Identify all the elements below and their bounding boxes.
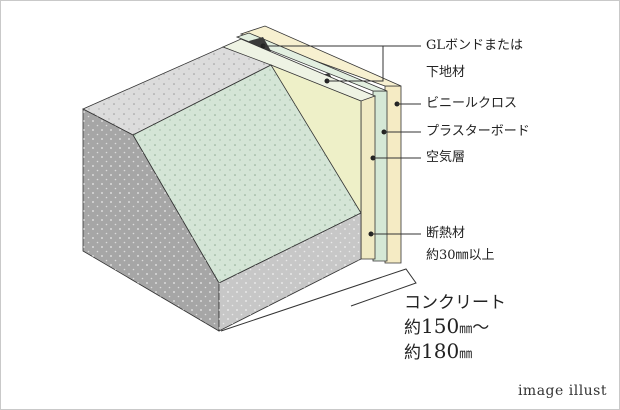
leader-gl-bond <box>260 43 421 84</box>
label-air-layer: 空気層 <box>426 150 466 165</box>
label-insulation: 断熱材 <box>426 226 466 241</box>
label-concrete: コンクリート <box>404 293 506 313</box>
leader-air-layer <box>370 155 421 161</box>
concrete-top-texture <box>83 47 271 135</box>
label-base-material: 下地材 <box>426 65 466 80</box>
concrete-max-value: 180 <box>421 339 460 363</box>
leader-plaster-board <box>381 129 421 135</box>
label-vinyl-cloth: ビニールクロス <box>426 96 518 111</box>
concrete-min-value: 150 <box>421 314 460 338</box>
plaster-board-layer-top <box>235 32 388 92</box>
label-insulation-thickness: 約30㎜以上 <box>426 248 495 263</box>
concrete-prefix-2: 約 <box>404 343 421 363</box>
label-gl-bond: GLボンドまたは <box>426 38 524 53</box>
concrete-prefix-1: 約 <box>404 318 421 338</box>
concrete-front-texture <box>83 109 219 331</box>
concrete-unit-1: ㎜ <box>459 322 473 337</box>
concrete-inner-texture <box>133 65 361 283</box>
image-illust-caption: image illust <box>517 383 607 399</box>
concrete-unit-2: ㎜ <box>459 347 473 362</box>
leader-insulation <box>368 231 421 237</box>
dimension-bracket <box>220 268 417 332</box>
concrete-end-texture <box>219 213 361 331</box>
label-concrete-max: 約180㎜ <box>404 341 472 365</box>
vinyl-cloth-layer-top <box>239 25 402 87</box>
leader-vinyl-cloth <box>394 101 421 107</box>
label-concrete-range: 約150㎜～ <box>404 316 489 340</box>
label-plaster-board: プラスターボード <box>426 124 530 139</box>
concrete-tilde: ～ <box>472 318 490 338</box>
